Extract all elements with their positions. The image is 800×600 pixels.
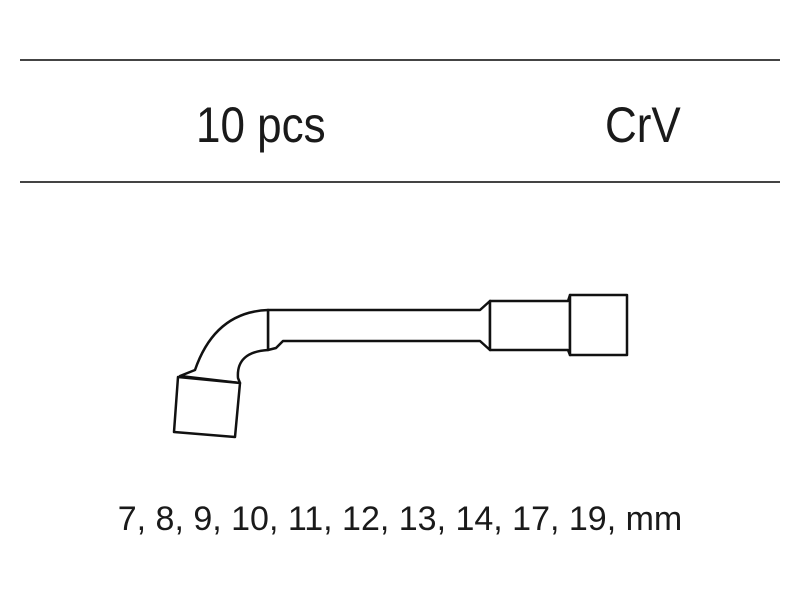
- wrench-head-bent: [172, 375, 242, 439]
- material-label: CrV: [605, 97, 681, 153]
- wrench-shaft: [266, 299, 492, 352]
- wrench-sleeve: [488, 293, 572, 357]
- bottom-divider: [20, 181, 780, 183]
- wrench-head-end: [568, 293, 629, 357]
- wrench-bend: [178, 308, 270, 385]
- top-divider: [20, 59, 780, 61]
- sizes-list: 7, 8, 9, 10, 11, 12, 13, 14, 17, 19, mm: [117, 500, 683, 538]
- quantity-label: 10 pcs: [196, 97, 326, 153]
